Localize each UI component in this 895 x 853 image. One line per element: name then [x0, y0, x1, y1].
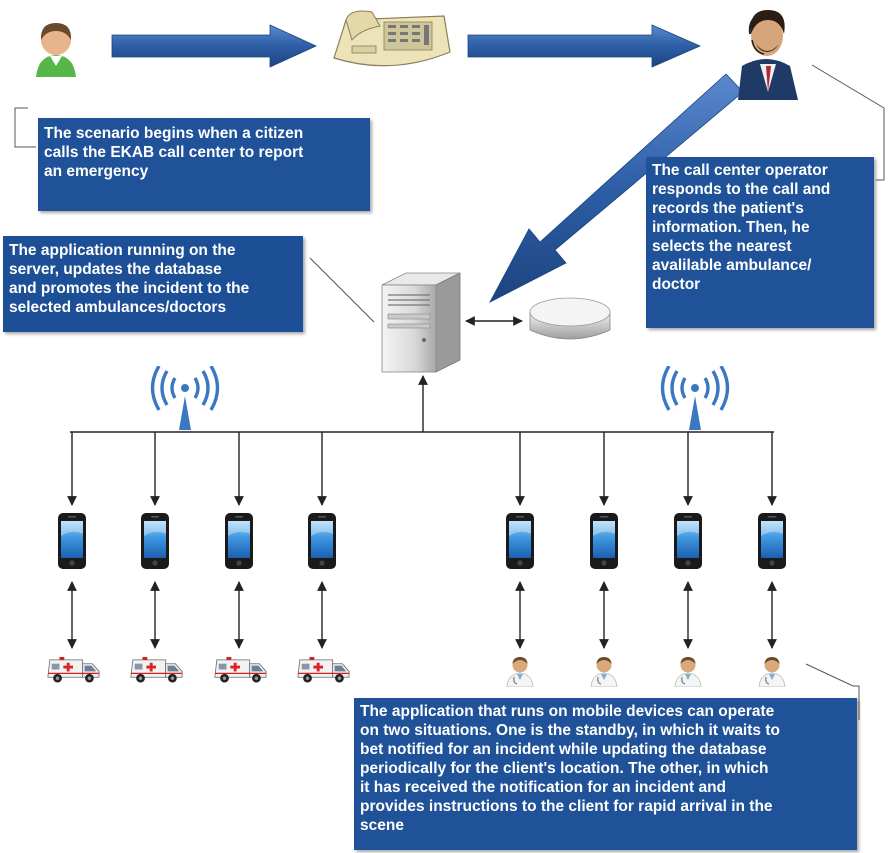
ambulance-icon [47, 656, 100, 684]
smartphone-icon [141, 513, 169, 569]
mobile-callout: The application that runs on mobile devi… [354, 698, 857, 850]
operator-callout: The call center operator responds to the… [646, 157, 874, 328]
citizen-callout: The scenario begins when a citizen calls… [38, 118, 370, 211]
operator-icon [738, 10, 798, 100]
citizen-to-telephone-arrow [111, 24, 317, 68]
telephone-to-operator-arrow [467, 24, 701, 68]
smartphone-icon [225, 513, 253, 569]
person-icon [36, 23, 76, 77]
smartphone-icon [674, 513, 702, 569]
telephone-icon [333, 10, 451, 67]
server-leader-line [309, 257, 375, 323]
antenna-icon [660, 366, 730, 430]
citizen-leader-line [14, 107, 36, 148]
ambulance-icon [214, 656, 267, 684]
doctor-icon [674, 656, 702, 687]
mobile-leader-line [805, 663, 860, 720]
smartphone-icon [58, 513, 86, 569]
smartphone-icon [506, 513, 534, 569]
smartphone-icon [308, 513, 336, 569]
ambulance-icon [297, 656, 350, 684]
smartphone-icon [758, 513, 786, 569]
ambulance-icon [130, 656, 183, 684]
database-icon [529, 297, 611, 340]
network-tree [47, 366, 786, 687]
antenna-icon [150, 366, 220, 430]
doctor-icon [506, 656, 534, 687]
operator-leader-line [811, 64, 885, 181]
server-icon [381, 272, 461, 373]
doctor-icon [590, 656, 618, 687]
doctor-icon [758, 656, 786, 687]
operator-to-server-arrow [489, 73, 744, 303]
server-callout: The application running on the server, u… [3, 236, 303, 332]
smartphone-icon [590, 513, 618, 569]
